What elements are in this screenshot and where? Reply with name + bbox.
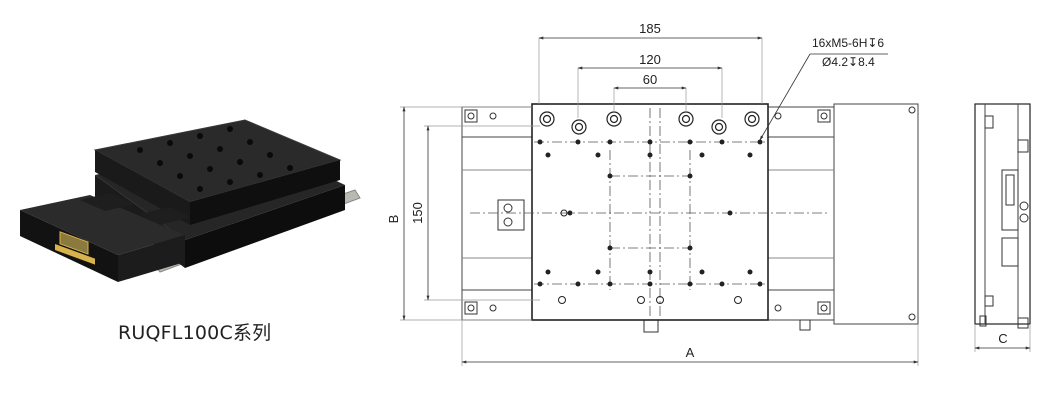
dim-60-label: 60 <box>643 72 657 87</box>
note-drill-spec: Ø4.2↧8.4 <box>822 55 875 69</box>
dim-C-label: C <box>998 331 1007 346</box>
dim-120-label: 120 <box>639 52 661 67</box>
dim-150-label: 150 <box>410 202 425 224</box>
product-caption: RUQFL100C系列 <box>118 322 272 344</box>
dim-185-label: 185 <box>639 21 661 36</box>
note-thread-spec: 16xM5-6H↧6 <box>812 36 884 50</box>
dim-B-label: B <box>386 215 401 224</box>
dim-A-label: A <box>686 345 695 360</box>
